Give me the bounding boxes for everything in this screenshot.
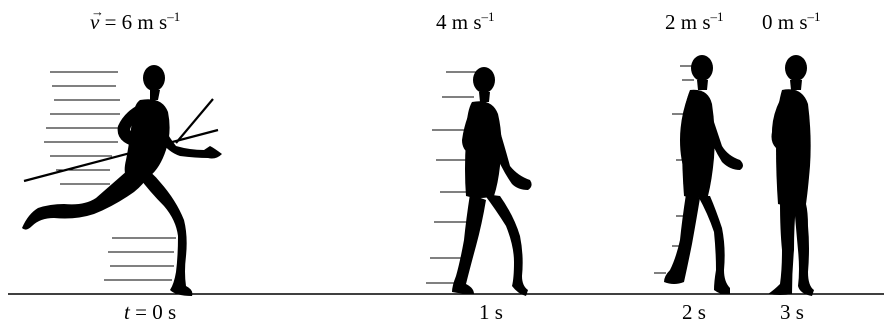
speed-value-2: 2: [665, 10, 676, 34]
time-label-0: t = 0 s: [124, 302, 176, 323]
time-unit-0: s: [163, 300, 176, 324]
speed-exponent-2: –1: [711, 9, 724, 24]
slow-walker-silhouette: [664, 55, 743, 295]
speed-label-2: 2 m s–1: [665, 12, 724, 33]
vector-arrow-icon: →: [91, 5, 104, 18]
speed-value-1: 4: [436, 10, 447, 34]
time-equals: =: [130, 300, 152, 324]
time-value-2: 2: [682, 300, 693, 324]
time-unit-2: s: [693, 300, 706, 324]
speed-value-0: 6: [122, 10, 133, 34]
time-unit-1: s: [490, 300, 503, 324]
speed-unit-2: m s: [676, 10, 711, 34]
speed-unit-3: m s: [773, 10, 808, 34]
slow-walker-figure: [654, 55, 743, 295]
speed-exponent-0: –1: [167, 9, 180, 24]
time-label-1: 1 s: [479, 302, 503, 323]
speed-label-0: v→ = 6 m s–1: [90, 12, 180, 33]
time-value-1: 1: [479, 300, 490, 324]
time-value-0: 0: [152, 300, 163, 324]
speed-exponent-1: –1: [482, 9, 495, 24]
standing-silhouette: [768, 55, 814, 296]
speed-unit-0: m s: [132, 10, 167, 34]
speed-label-3: 0 m s–1: [762, 12, 821, 33]
walker-silhouette: [452, 67, 532, 296]
time-label-3: 3 s: [780, 302, 804, 323]
speed-exponent-3: –1: [808, 9, 821, 24]
sprinter-figure: [22, 65, 222, 296]
walker-figure: [426, 67, 532, 296]
velocity-vector-symbol: v→: [90, 12, 99, 33]
speed-value-3: 0: [762, 10, 773, 34]
speed-unit-1: m s: [447, 10, 482, 34]
time-unit-3: s: [791, 300, 804, 324]
time-label-2: 2 s: [682, 302, 706, 323]
standing-figure: [768, 55, 814, 296]
sprinter-silhouette: [22, 65, 222, 296]
time-value-3: 3: [780, 300, 791, 324]
speed-label-1: 4 m s–1: [436, 12, 495, 33]
